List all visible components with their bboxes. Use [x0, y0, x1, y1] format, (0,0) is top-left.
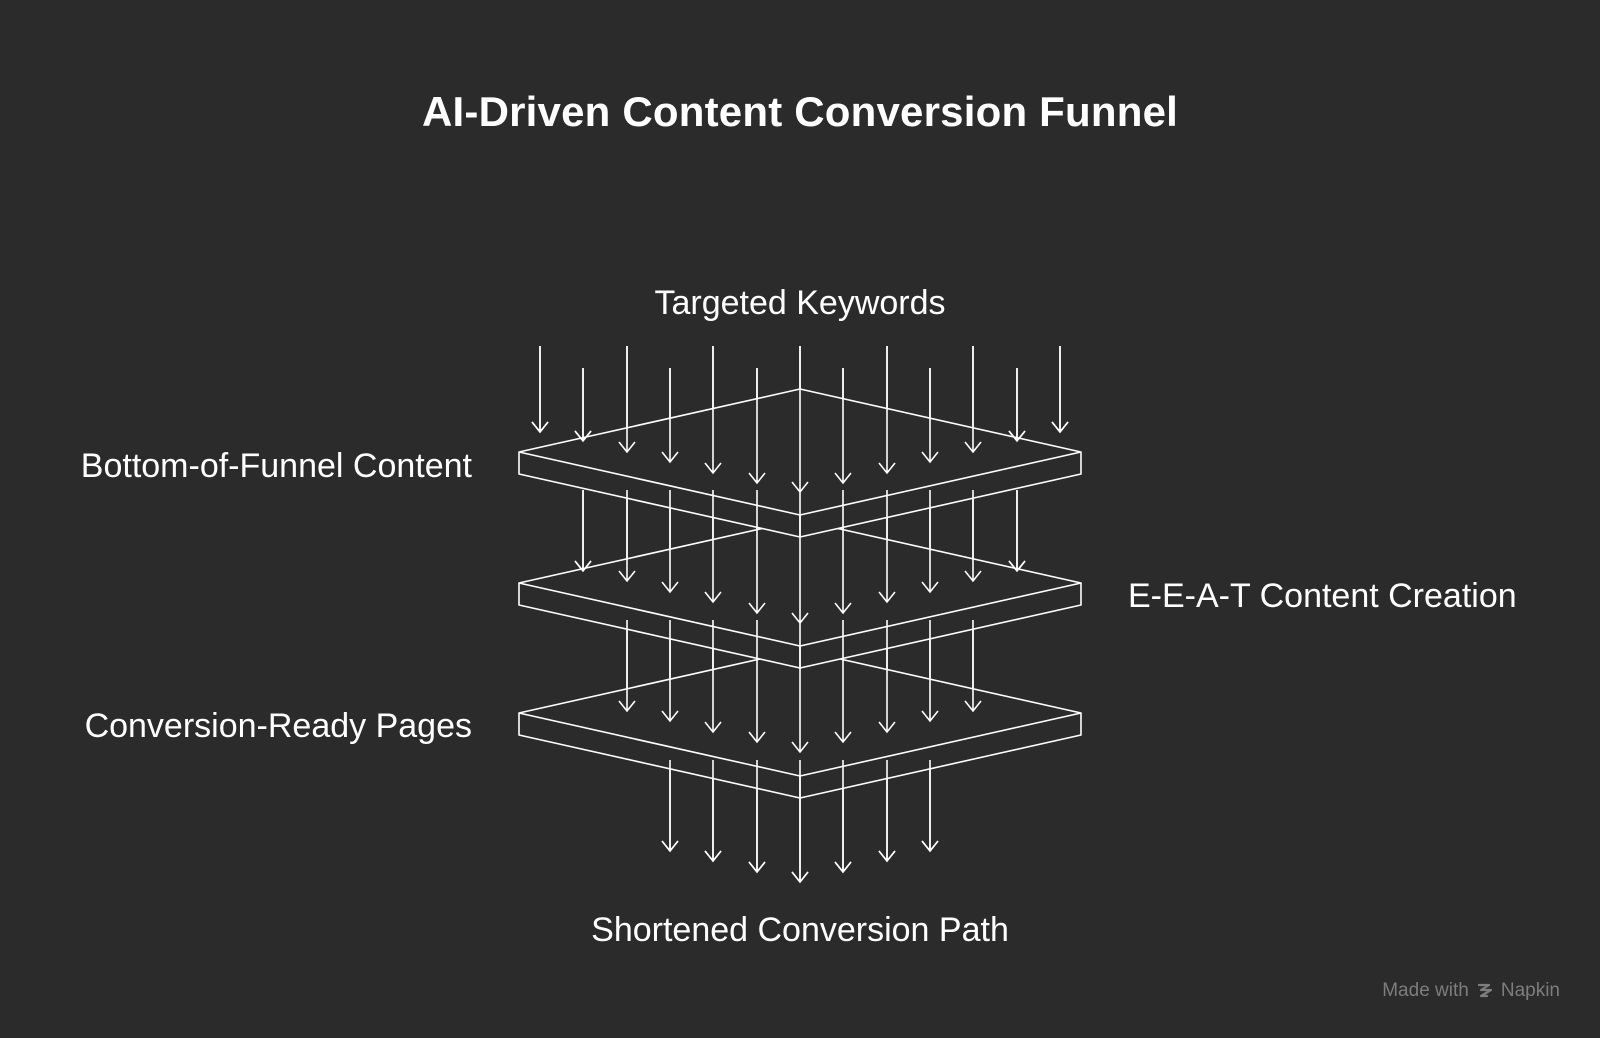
arrow-28 [791, 620, 809, 754]
arrow-13 [574, 490, 592, 573]
arrow-31 [921, 620, 939, 723]
arrow-head [661, 451, 679, 464]
arrow-25 [661, 620, 679, 723]
arrow-head [878, 850, 896, 863]
arrow-head [921, 581, 939, 594]
arrow-38 [878, 760, 896, 863]
arrow-4 [704, 346, 722, 475]
arrow-12 [1051, 346, 1069, 434]
arrow-head [1008, 430, 1026, 443]
arrow-head [834, 731, 852, 744]
arrow-29 [834, 620, 852, 744]
arrow-3 [661, 368, 679, 464]
arrow-head [1008, 560, 1026, 573]
arrow-head [834, 472, 852, 485]
arrow-1 [574, 368, 592, 443]
arrow-head [574, 560, 592, 573]
arrow-head [748, 472, 766, 485]
arrow-head [791, 741, 809, 754]
arrow-head [704, 721, 722, 734]
arrow-34 [704, 760, 722, 863]
arrow-head [878, 721, 896, 734]
arrow-30 [878, 620, 896, 734]
arrow-22 [964, 490, 982, 583]
watermark-brand: Napkin [1500, 980, 1560, 1001]
arrow-head [574, 430, 592, 443]
arrow-14 [618, 490, 636, 583]
arrow-head [878, 462, 896, 475]
arrow-group-top [531, 346, 1069, 884]
arrow-head [618, 441, 636, 454]
arrow-15 [661, 490, 679, 594]
arrow-11 [1008, 368, 1026, 443]
arrow-33 [661, 760, 679, 853]
arrow-head [704, 591, 722, 604]
arrow-21 [921, 490, 939, 594]
arrow-head [878, 591, 896, 604]
arrow-head [921, 710, 939, 723]
label-targeted-keywords: Targeted Keywords [654, 284, 946, 322]
arrow-7 [834, 368, 852, 485]
arrow-27 [748, 620, 766, 744]
label-layer-2: E-E-A-T Content Creation [1128, 577, 1517, 615]
label-layer-3: Conversion-Ready Pages [84, 707, 472, 745]
arrow-head [531, 421, 549, 434]
arrow-head [791, 871, 809, 884]
arrow-head [748, 602, 766, 615]
arrow-head [964, 700, 982, 713]
arrow-head [661, 710, 679, 723]
arrow-head [834, 602, 852, 615]
arrow-10 [964, 346, 982, 454]
arrow-39 [921, 760, 939, 853]
arrow-24 [618, 620, 636, 713]
arrow-head [704, 850, 722, 863]
arrow-9 [921, 368, 939, 464]
arrow-2 [618, 346, 636, 454]
arrow-head [748, 861, 766, 874]
label-conversion-path: Shortened Conversion Path [591, 911, 1009, 949]
arrow-0 [531, 346, 549, 434]
arrow-26 [704, 620, 722, 734]
napkin-logo-icon [1477, 983, 1492, 998]
arrow-8 [878, 346, 896, 475]
arrow-head [964, 441, 982, 454]
watermark: Made with Napkin [1382, 980, 1560, 1002]
arrow-37 [834, 760, 852, 874]
arrow-19 [834, 490, 852, 615]
arrow-head [964, 570, 982, 583]
arrow-head [748, 731, 766, 744]
arrow-17 [748, 490, 766, 615]
arrow-35 [748, 760, 766, 874]
arrow-head [661, 840, 679, 853]
arrow-36 [791, 760, 809, 884]
arrow-23 [1008, 490, 1026, 573]
arrow-16 [704, 490, 722, 604]
arrow-head [1051, 421, 1069, 434]
arrow-head [921, 840, 939, 853]
arrow-20 [878, 490, 896, 604]
arrow-head [834, 861, 852, 874]
diagram-title: AI-Driven Content Conversion Funnel [421, 88, 1179, 135]
arrow-32 [964, 620, 982, 713]
arrow-5 [748, 368, 766, 485]
arrow-head [661, 581, 679, 594]
arrow-head [921, 451, 939, 464]
arrow-head [704, 462, 722, 475]
label-layer-1: Bottom-of-Funnel Content [80, 447, 472, 485]
arrow-head [618, 700, 636, 713]
arrow-head [618, 570, 636, 583]
watermark-prefix: Made with [1382, 980, 1469, 1001]
